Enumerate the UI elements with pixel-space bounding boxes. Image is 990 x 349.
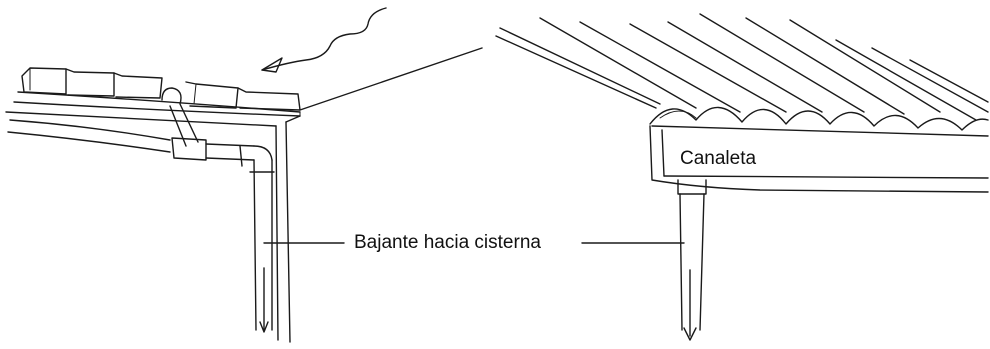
gutter-drawing (649, 125, 989, 195)
gutter-label: Canaleta (680, 148, 757, 169)
roof-bricks (21, 67, 301, 111)
downspout-label: Bajante hacia cisterna (354, 232, 541, 253)
rain-pipe-left (161, 87, 275, 333)
corrugated-roof-drawing (495, 13, 989, 131)
rain-pipe-right (679, 193, 705, 341)
flat-roof-drawing (5, 47, 483, 343)
rain-arrow-icon (261, 7, 387, 73)
